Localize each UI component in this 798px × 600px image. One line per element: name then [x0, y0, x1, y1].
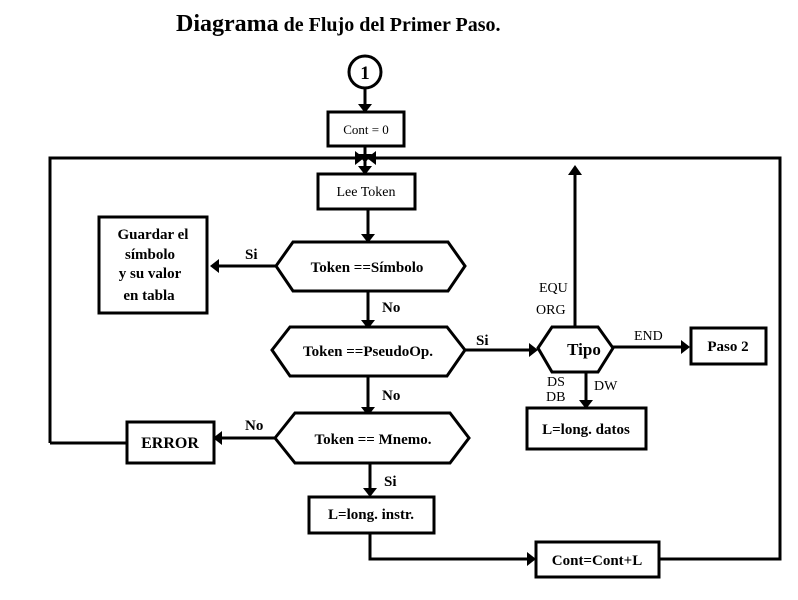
decision-mnemo [273, 411, 471, 465]
edge-main-loop [48, 156, 782, 561]
guardar-line-3: y su valor [119, 266, 182, 282]
start-connector [347, 54, 383, 90]
decision-simbolo [274, 240, 467, 293]
diagram-title: Diagrama de Flujo del Primer Paso. [176, 11, 500, 37]
label-equ: EQU [539, 281, 568, 296]
label-ds: DS [547, 375, 565, 390]
arrowhead [527, 552, 536, 566]
paso2-label: Paso 2 [707, 339, 748, 355]
cont-init-label: Cont = 0 [343, 122, 389, 137]
arrowhead [213, 431, 222, 445]
arrowhead [361, 320, 375, 329]
decision-pseudoop-label: Token ==PseudoOp. [303, 344, 433, 360]
paso2-box [689, 326, 768, 366]
decision-mnemo-label: Token == Mnemo. [315, 432, 432, 448]
tipo-label: Tipo [567, 340, 601, 359]
error-box [125, 420, 216, 465]
decision-pseudoop [270, 325, 467, 378]
long-datos-label: L=long. datos [542, 422, 630, 438]
arrowhead [568, 165, 582, 175]
connector-label: 1 [360, 63, 370, 84]
lee-token-label: Lee Token [336, 185, 395, 200]
arrowhead [210, 259, 219, 273]
arrowhead [358, 166, 372, 175]
long-datos-box [525, 406, 648, 451]
edge-instr-to-sum [368, 533, 530, 561]
decision-simbolo-label: Token ==Símbolo [311, 260, 424, 276]
label-si-mnemo: Si [384, 474, 397, 490]
arrowhead [367, 151, 376, 165]
arrowhead [529, 343, 538, 357]
guardar-line-2: símbolo [125, 247, 175, 263]
guardar-line-4: en tabla [123, 288, 175, 304]
label-org: ORG [536, 303, 566, 318]
arrowhead [363, 488, 377, 497]
guardar-box [97, 215, 209, 315]
label-dw: DW [594, 379, 618, 394]
label-si-pseudo: Si [476, 333, 489, 349]
title-bold: Diagrama [176, 11, 279, 37]
guardar-line-1: Guardar el [118, 227, 189, 243]
arrowhead [361, 234, 375, 243]
error-label: ERROR [141, 435, 199, 452]
title-rest: de Flujo del Primer Paso. [279, 14, 501, 36]
label-end: END [634, 329, 663, 344]
label-no-simbolo: No [382, 300, 400, 316]
long-instr-label: L=long. instr. [328, 507, 414, 523]
cont-sum-label: Cont=Cont+L [552, 553, 642, 569]
label-no-pseudo: No [382, 388, 400, 404]
long-instr-box [307, 495, 436, 535]
tipo-decision [536, 325, 615, 374]
cont-sum-box [534, 540, 661, 579]
cont-init-box [326, 110, 406, 148]
arrowhead [681, 340, 690, 354]
label-si-simbolo: Si [245, 247, 258, 263]
label-no-mnemo: No [245, 418, 263, 434]
arrowhead [355, 151, 364, 165]
label-db: DB [546, 390, 565, 405]
arrowhead [579, 400, 593, 409]
arrowhead [358, 104, 372, 113]
lee-token-box [316, 172, 417, 211]
